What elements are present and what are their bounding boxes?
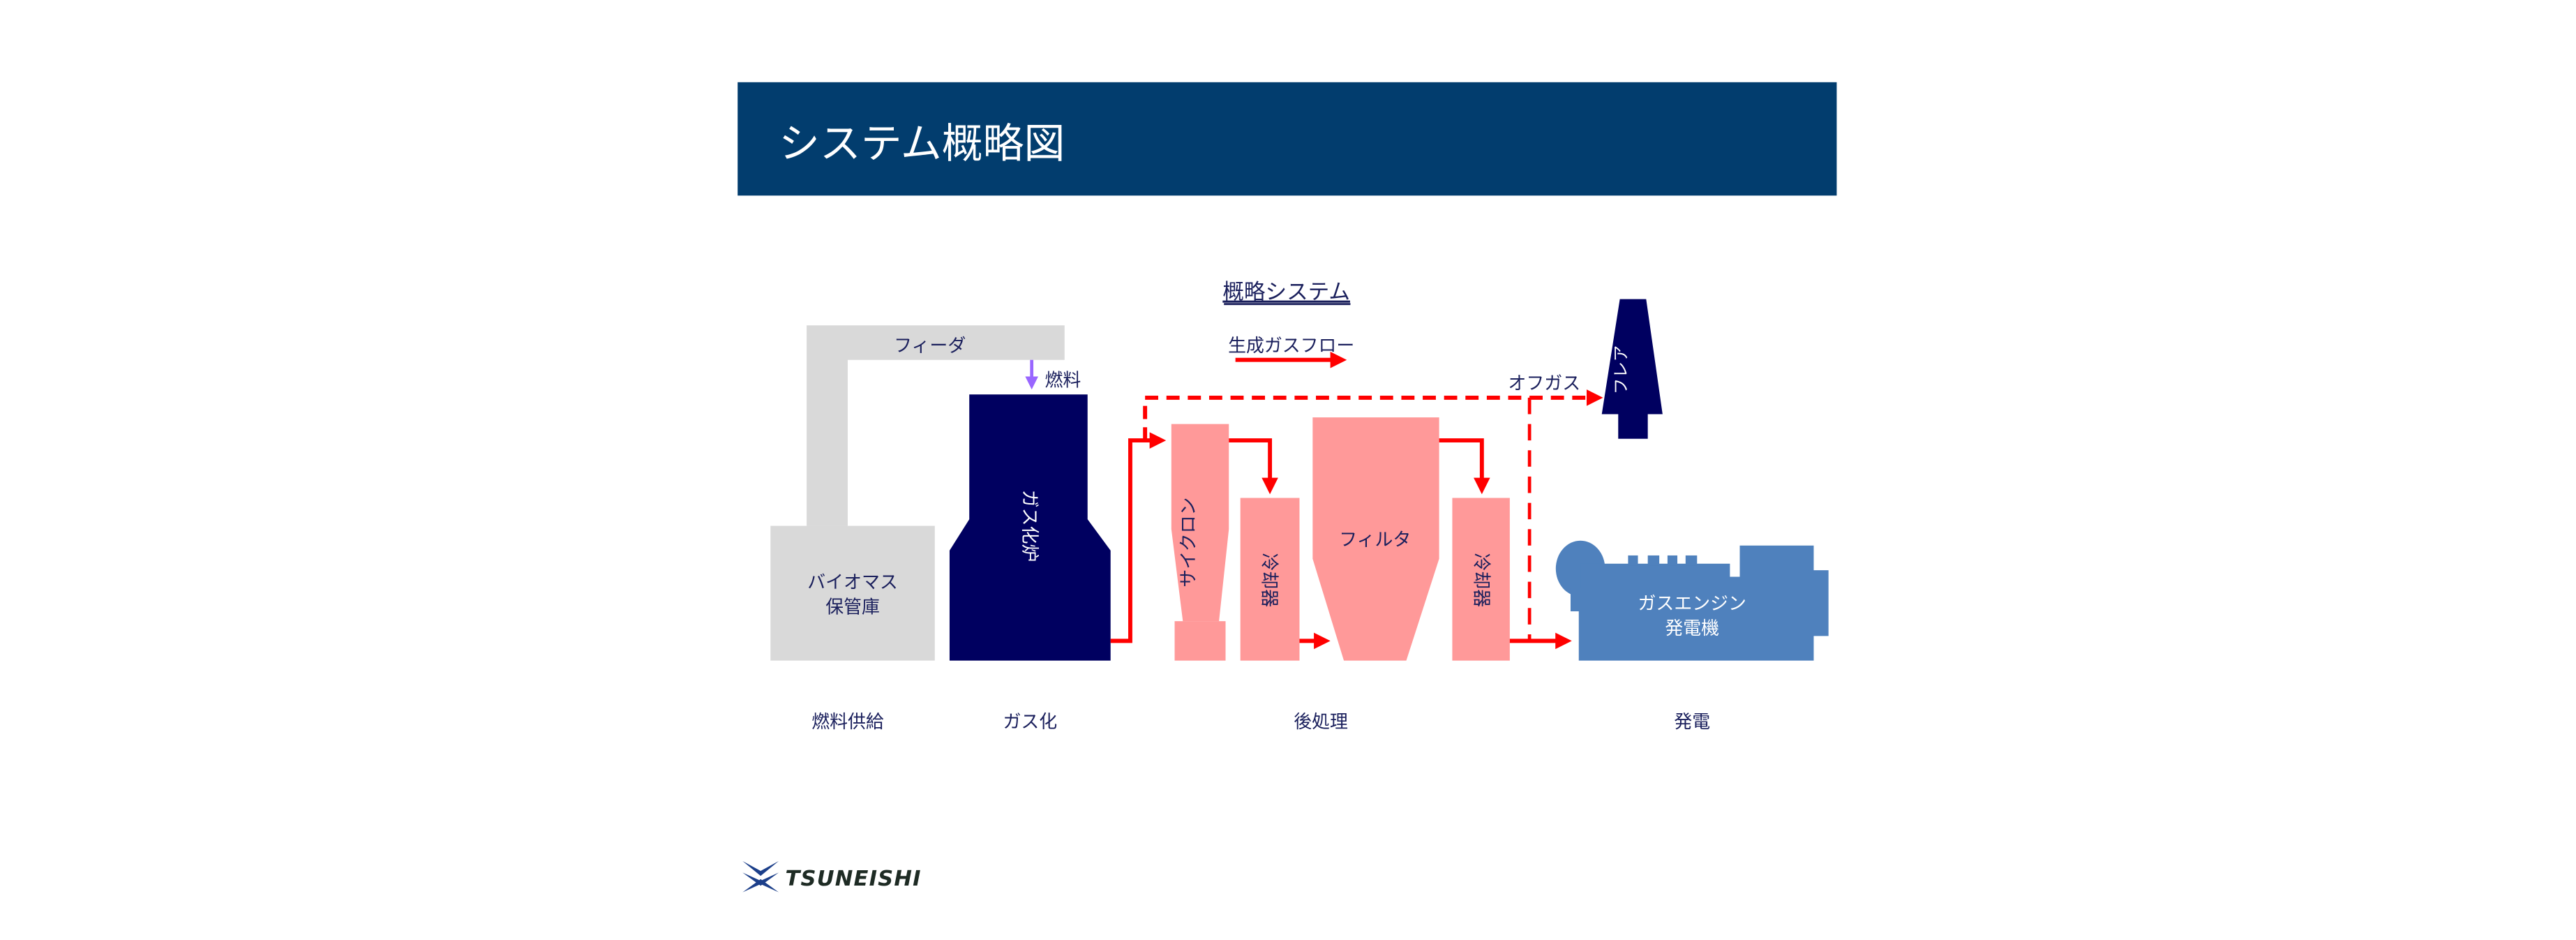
offgas-dashed-line: [1143, 389, 1603, 441]
cyclone-label: サイクロン: [1178, 498, 1199, 588]
logo-text: TSUNEISHI: [785, 867, 921, 891]
legend-flow-label: 生成ガスフロー: [1228, 336, 1354, 357]
gas-engine-generator: [1555, 540, 1829, 661]
stage-post-treatment: 後処理: [1294, 712, 1348, 733]
stage-gasification: ガス化: [1003, 712, 1057, 733]
cooler-2: [1452, 498, 1510, 661]
cyclone: [1171, 424, 1229, 622]
offgas-label: オフガス: [1508, 373, 1581, 394]
cyclone-base: [1174, 621, 1226, 661]
filter: [1312, 417, 1439, 661]
fuel-label: 燃料: [1045, 370, 1081, 391]
storage-label-2: 保管庫: [825, 597, 880, 618]
engine-label-2: 発電機: [1665, 618, 1719, 639]
flow-cyclone-to-cooler1: [1229, 438, 1278, 495]
page-title: システム概略図: [779, 119, 1065, 167]
feeder-shape: [807, 325, 1065, 526]
tsuneishi-logo: TSUNEISHI: [742, 860, 921, 893]
cooler1-label: 冷却器: [1259, 553, 1280, 607]
diagram-subtitle: 概略システム: [1222, 281, 1350, 305]
stage-power-generation: 発電: [1674, 712, 1710, 733]
flare: [1601, 299, 1663, 439]
biomass-storage: [770, 525, 935, 661]
filter-label: フィルタ: [1339, 530, 1411, 551]
feeder-label: フィーダ: [894, 336, 966, 357]
flow-gasifier-to-cyclone: [1110, 432, 1167, 643]
gasifier-label: ガス化炉: [1019, 490, 1040, 562]
flare-label: フレア: [1611, 345, 1631, 395]
cooler-1: [1240, 498, 1300, 661]
flow-filter-to-cooler2: [1439, 438, 1490, 495]
header-bar: [737, 82, 1837, 196]
cooler2-label: 冷却器: [1470, 553, 1491, 607]
engine-label-1: ガスエンジン: [1638, 594, 1746, 615]
stage-fuel-supply: 燃料供給: [811, 712, 884, 733]
storage-label-1: バイオマス: [807, 572, 897, 593]
gasifier: [949, 394, 1111, 661]
